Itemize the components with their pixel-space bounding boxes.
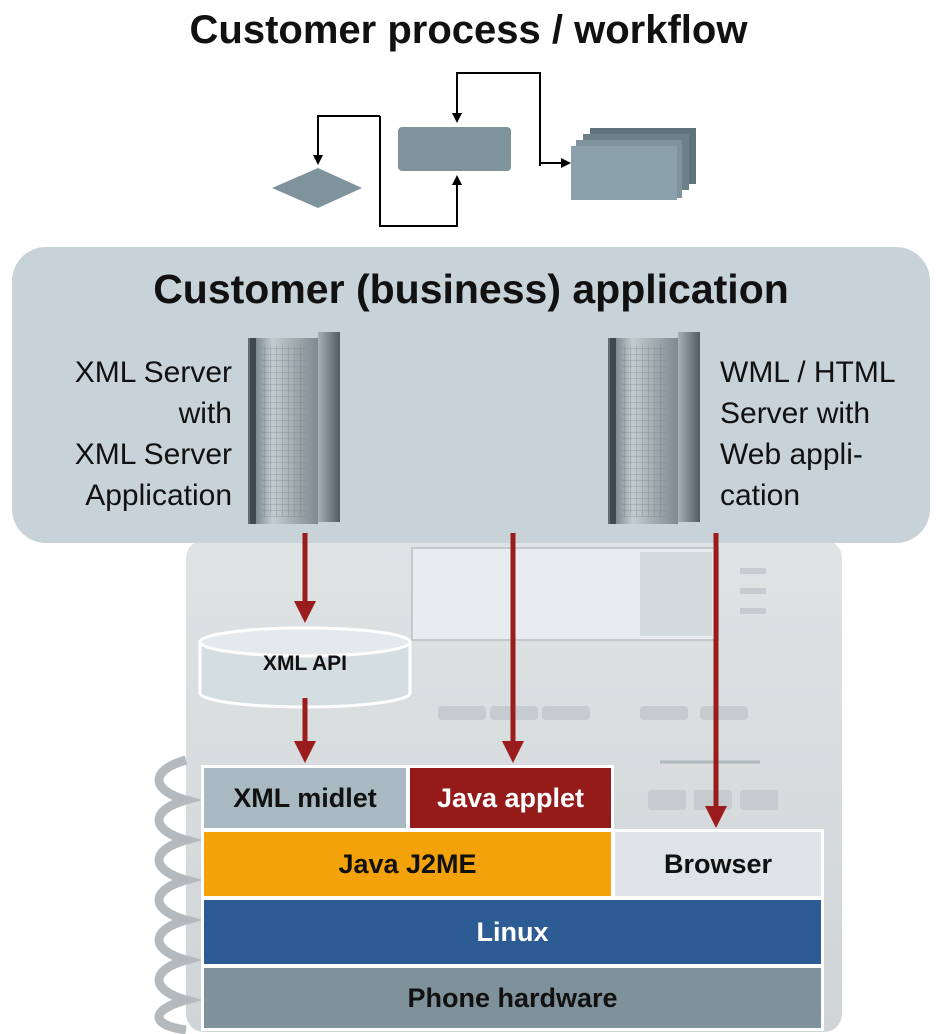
web-server-tower-icon — [608, 332, 700, 524]
xml-server-label-line: Application — [85, 479, 232, 512]
xml-midlet-block: XML midlet — [201, 765, 409, 831]
web-server-label-line: cation — [720, 479, 801, 512]
workflow-connector — [539, 73, 571, 168]
xml-server-label: XML Server with XML Server Application — [20, 352, 232, 516]
web-server-label-line: Server with — [720, 397, 871, 430]
web-server-label: WML / HTML Server with Web appli- cation — [720, 352, 935, 516]
phone-hardware-block: Phone hardware — [201, 965, 824, 1031]
workflow-documents-shape — [571, 128, 696, 200]
java-j2me-block: Java J2ME — [201, 829, 614, 899]
diagram-title: Customer process / workflow — [189, 8, 748, 52]
browser-block: Browser — [612, 829, 824, 899]
xml-api-label: XML API — [262, 652, 347, 675]
xml-server-tower-icon — [248, 332, 340, 524]
customer-application-panel — [12, 247, 930, 543]
web-server-label-line: Web appli- — [720, 438, 863, 471]
web-server-label-line: WML / HTML — [720, 356, 896, 389]
workflow-diamond-shape — [272, 168, 362, 208]
workflow-connector — [313, 115, 380, 165]
xml-server-label-line: XML Server — [74, 356, 232, 389]
customer-application-title: Customer (business) application — [153, 266, 789, 312]
workflow-connector — [379, 116, 462, 227]
xml-server-label-line: with — [178, 397, 232, 430]
xml-server-label-line: XML Server — [74, 438, 232, 471]
workflow-process-shape — [398, 127, 511, 171]
